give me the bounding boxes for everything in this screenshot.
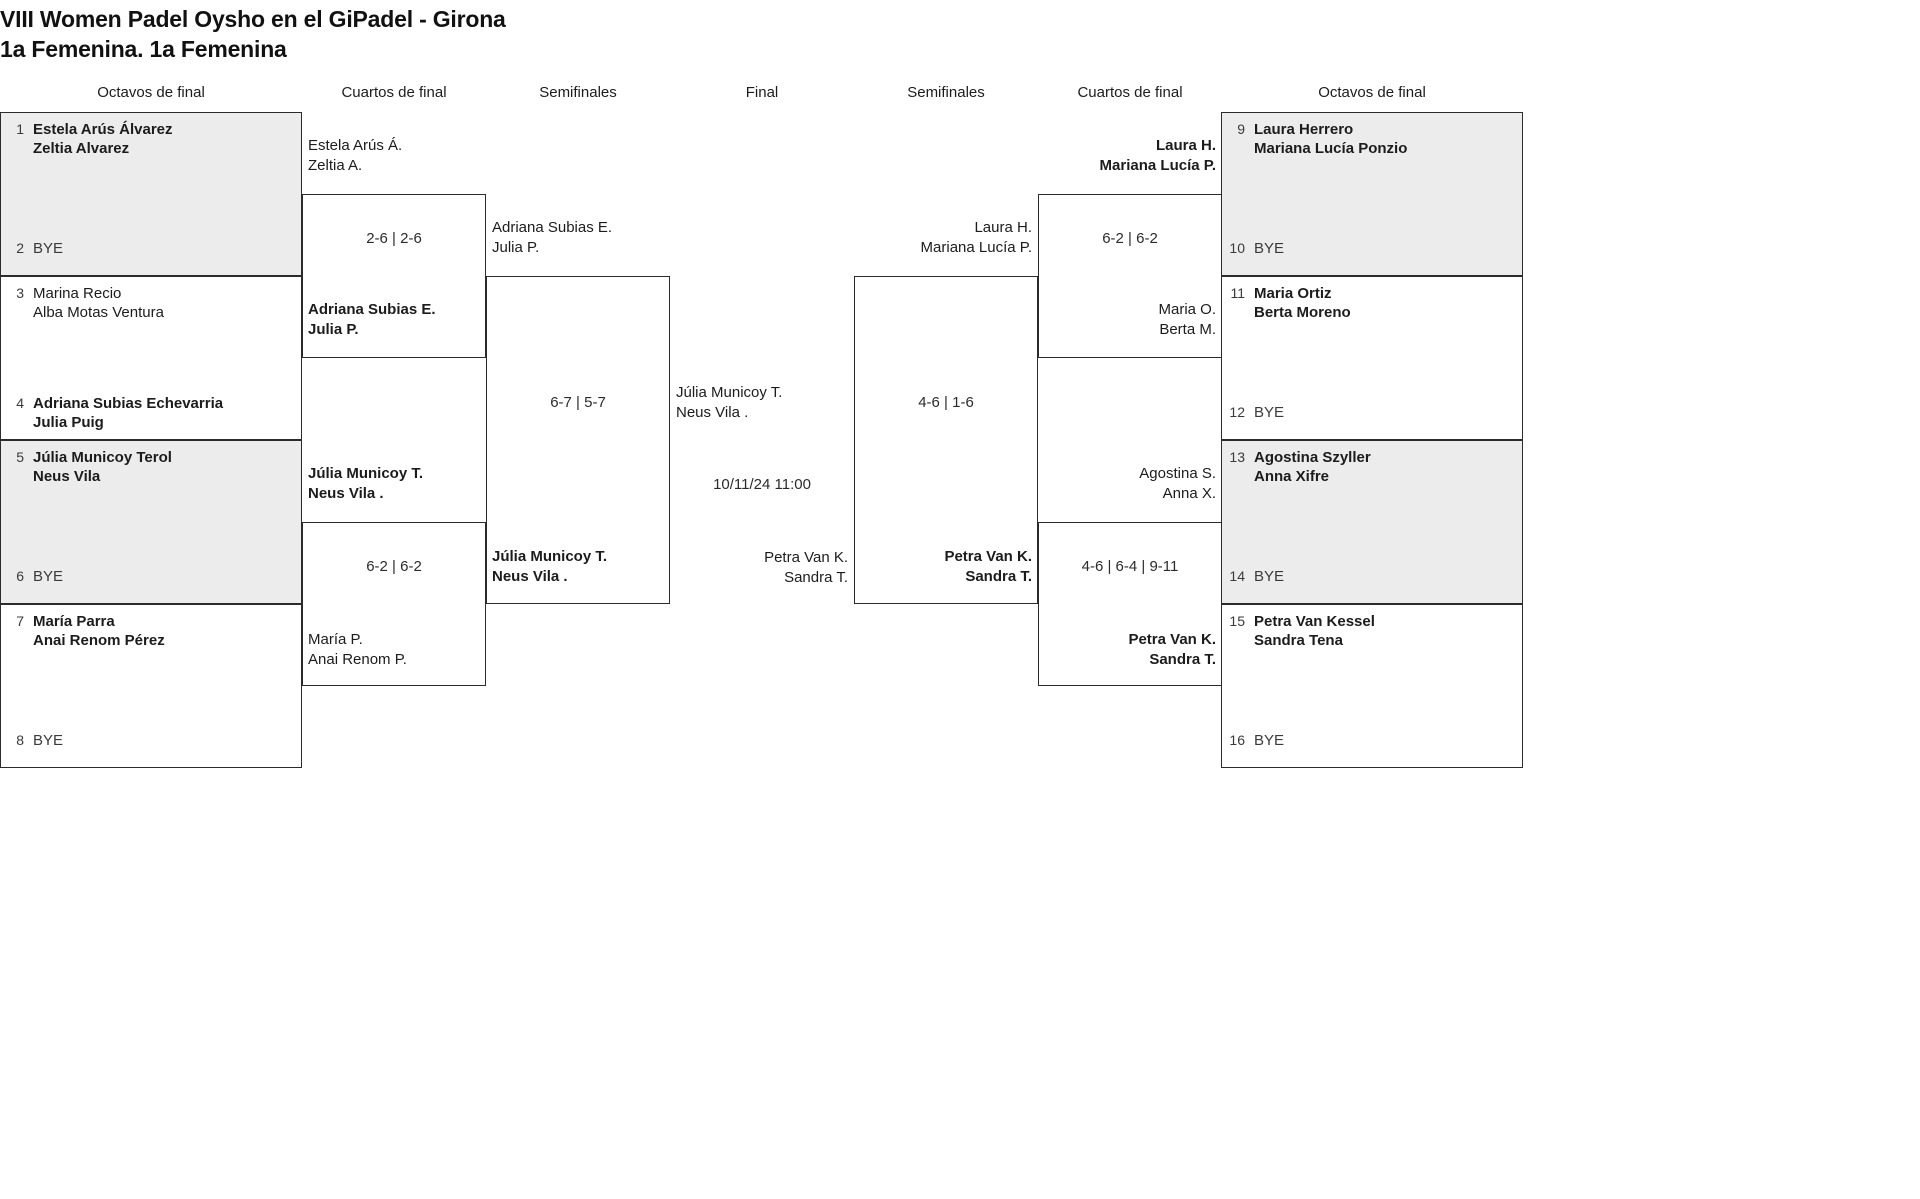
seed-number: 8 bbox=[16, 732, 24, 748]
category-name: 1a Femenina. 1a Femenina bbox=[0, 36, 287, 63]
tournament-bracket: Octavos de final Cuartos de final Semifi… bbox=[0, 84, 1525, 784]
player-slot-13[interactable]: 13 Agostina Szyller Anna Xifre bbox=[1223, 448, 1521, 486]
qf-left-2-top-team: Júlia Municoy T. Neus Vila . bbox=[308, 465, 424, 502]
player-name: Agostina Szyller Anna Xifre bbox=[1254, 449, 1371, 486]
qf-left-1-box[interactable] bbox=[302, 194, 486, 358]
player-slot-12[interactable]: 12 BYE bbox=[1223, 403, 1521, 422]
player-name: BYE bbox=[1254, 240, 1285, 257]
player-name: Adriana Subias Echevarria Julia Puig bbox=[33, 395, 224, 432]
player-name: BYE bbox=[33, 732, 64, 749]
round-header-final: Final bbox=[745, 84, 779, 101]
player-slot-4[interactable]: 4 Adriana Subias Echevarria Julia Puig bbox=[2, 394, 300, 432]
sf-left-box[interactable] bbox=[486, 276, 670, 604]
seed-number: 6 bbox=[16, 568, 24, 584]
sf-right-top-team: Laura H. Mariana Lucía P. bbox=[920, 219, 1032, 256]
final-left-team: Júlia Municoy T. Neus Vila . bbox=[676, 384, 783, 421]
qf-right-2-top-team: Agostina S. Anna X. bbox=[1139, 465, 1216, 502]
match-box-right-4[interactable] bbox=[1221, 604, 1523, 768]
seed-number: 13 bbox=[1229, 449, 1245, 465]
player-slot-2[interactable]: 2 BYE bbox=[2, 239, 300, 258]
qf-right-2-box[interactable] bbox=[1038, 522, 1222, 686]
qf-right-1-bottom-team: Maria O. Berta M. bbox=[1158, 301, 1216, 338]
seed-number: 12 bbox=[1229, 404, 1245, 420]
player-name: BYE bbox=[33, 568, 64, 585]
round-header-left-qf: Cuartos de final bbox=[341, 84, 447, 101]
player-slot-16[interactable]: 16 BYE bbox=[1223, 731, 1521, 750]
qf-left-1-bottom-team: Adriana Subias E. Julia P. bbox=[308, 301, 436, 338]
match-box-left-1[interactable] bbox=[0, 112, 302, 276]
final-right-team: Petra Van K. Sandra T. bbox=[764, 549, 848, 586]
seed-number: 3 bbox=[16, 285, 24, 301]
player-name: Júlia Municoy Terol Neus Vila bbox=[33, 449, 172, 486]
match-box-left-3[interactable] bbox=[0, 440, 302, 604]
match-box-right-1[interactable] bbox=[1221, 112, 1523, 276]
player-slot-1[interactable]: 1 Estela Arús Álvarez Zeltia Alvarez bbox=[2, 120, 300, 158]
sf-right-score: 4-6 | 1-6 bbox=[918, 394, 974, 411]
round-header-left-r16: Octavos de final bbox=[97, 84, 205, 101]
match-box-right-2[interactable] bbox=[1221, 276, 1523, 440]
player-name: Laura Herrero Mariana Lucía Ponzio bbox=[1254, 121, 1408, 158]
round-header-left-sf: Semifinales bbox=[539, 84, 617, 101]
seed-number: 1 bbox=[16, 121, 24, 137]
sf-left-score: 6-7 | 5-7 bbox=[550, 394, 606, 411]
seed-number: 9 bbox=[1237, 121, 1245, 137]
player-name: BYE bbox=[1254, 732, 1285, 749]
seed-number: 10 bbox=[1229, 240, 1245, 256]
player-slot-3[interactable]: 3 Marina Recio Alba Motas Ventura bbox=[2, 284, 300, 322]
seed-number: 11 bbox=[1230, 285, 1245, 301]
match-box-left-4[interactable] bbox=[0, 604, 302, 768]
sf-left-bottom-team: Júlia Municoy T. Neus Vila . bbox=[492, 548, 608, 585]
round-header-right-sf: Semifinales bbox=[907, 84, 985, 101]
final-datetime: 10/11/24 11:00 bbox=[713, 476, 811, 493]
player-slot-7[interactable]: 7 María Parra Anai Renom Pérez bbox=[2, 612, 300, 650]
player-name: Marina Recio Alba Motas Ventura bbox=[33, 285, 164, 322]
round-header-right-qf: Cuartos de final bbox=[1077, 84, 1183, 101]
player-slot-14[interactable]: 14 BYE bbox=[1223, 567, 1521, 586]
player-slot-8[interactable]: 8 BYE bbox=[2, 731, 300, 750]
player-slot-15[interactable]: 15 Petra Van Kessel Sandra Tena bbox=[1223, 612, 1521, 650]
player-slot-10[interactable]: 10 BYE bbox=[1223, 239, 1521, 258]
seed-number: 4 bbox=[16, 395, 24, 411]
seed-number: 5 bbox=[16, 449, 24, 465]
qf-left-1-score: 2-6 | 2-6 bbox=[366, 230, 422, 247]
qf-left-2-box[interactable] bbox=[302, 522, 486, 686]
sf-right-box[interactable] bbox=[854, 276, 1038, 604]
qf-left-1-top-team: Estela Arús Á. Zeltia A. bbox=[308, 137, 403, 174]
round-header-right-r16: Octavos de final bbox=[1318, 84, 1426, 101]
player-name: BYE bbox=[1254, 568, 1285, 585]
match-box-right-3[interactable] bbox=[1221, 440, 1523, 604]
seed-number: 14 bbox=[1229, 568, 1245, 584]
seed-number: 2 bbox=[16, 240, 24, 256]
player-name: Petra Van Kessel Sandra Tena bbox=[1254, 613, 1375, 650]
seed-number: 15 bbox=[1229, 613, 1245, 629]
player-name: BYE bbox=[33, 240, 64, 257]
page-title: VIII Women Padel Oysho en el GiPadel - G… bbox=[0, 4, 900, 65]
player-slot-11[interactable]: 11 Maria Ortiz Berta Moreno bbox=[1223, 284, 1521, 322]
qf-right-1-top-team: Laura H. Mariana Lucía P. bbox=[1099, 137, 1216, 174]
player-name: BYE bbox=[1254, 404, 1285, 421]
player-slot-5[interactable]: 5 Júlia Municoy Terol Neus Vila bbox=[2, 448, 300, 486]
seed-number: 16 bbox=[1229, 732, 1245, 748]
player-slot-6[interactable]: 6 BYE bbox=[2, 567, 300, 586]
player-name: Estela Arús Álvarez Zeltia Alvarez bbox=[33, 121, 173, 158]
qf-right-2-score: 4-6 | 6-4 | 9-11 bbox=[1081, 558, 1179, 575]
tournament-name: VIII Women Padel Oysho en el GiPadel - G… bbox=[0, 6, 506, 32]
qf-right-1-score: 6-2 | 6-2 bbox=[1102, 230, 1158, 247]
qf-left-2-score: 6-2 | 6-2 bbox=[366, 558, 422, 575]
seed-number: 7 bbox=[16, 613, 24, 629]
match-box-left-2[interactable] bbox=[0, 276, 302, 440]
player-name: Maria Ortiz Berta Moreno bbox=[1254, 285, 1351, 322]
sf-left-top-team: Adriana Subias E. Julia P. bbox=[492, 219, 613, 256]
qf-right-1-box[interactable] bbox=[1038, 194, 1222, 358]
player-slot-9[interactable]: 9 Laura Herrero Mariana Lucía Ponzio bbox=[1223, 120, 1521, 158]
qf-right-2-bottom-team: Petra Van K. Sandra T. bbox=[1128, 631, 1216, 668]
qf-left-2-bottom-team: María P. Anai Renom P. bbox=[308, 631, 407, 668]
sf-right-bottom-team: Petra Van K. Sandra T. bbox=[944, 548, 1032, 585]
player-name: María Parra Anai Renom Pérez bbox=[33, 613, 165, 650]
